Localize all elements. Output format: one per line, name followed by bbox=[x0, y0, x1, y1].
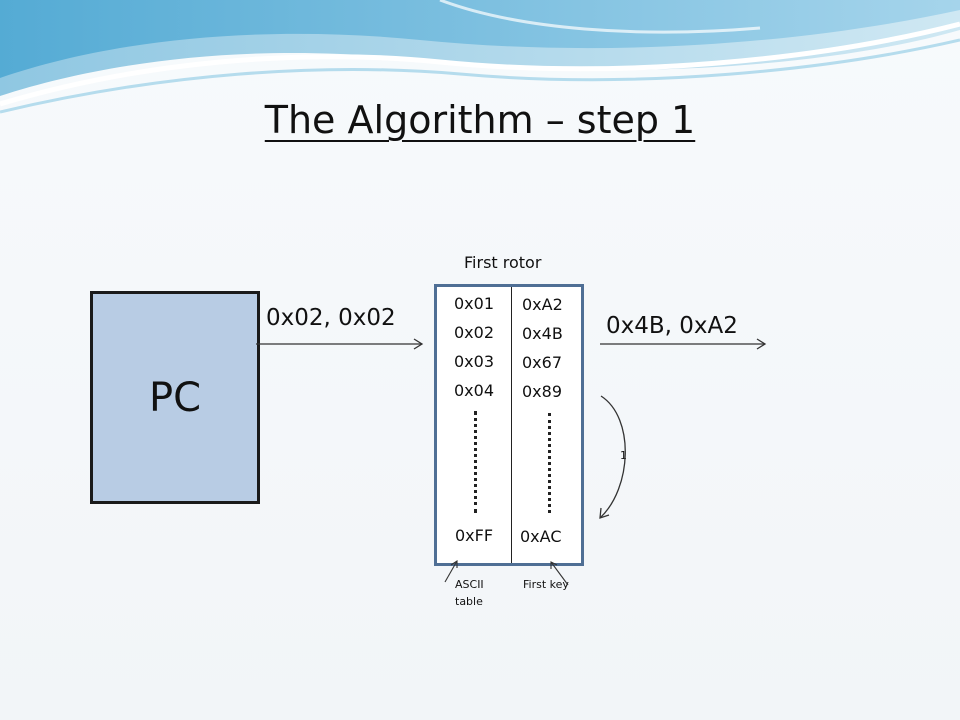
input-values-label: 0x02, 0x02 bbox=[266, 305, 396, 331]
ascii-cell: 0x03 bbox=[454, 352, 495, 371]
rotation-step-label: 1 bbox=[620, 449, 627, 462]
ascii-cell-last: 0xFF bbox=[455, 526, 494, 545]
key-cell: 0xA2 bbox=[522, 295, 563, 314]
output-values-label: 0x4B, 0xA2 bbox=[606, 313, 738, 339]
key-cell: 0x4B bbox=[522, 324, 563, 343]
ascii-ellipsis-dots bbox=[474, 411, 477, 513]
key-cell: 0x89 bbox=[522, 382, 563, 401]
ascii-cell: 0x01 bbox=[454, 294, 495, 313]
pc-box: PC bbox=[90, 291, 260, 504]
ascii-table-label-line2: table bbox=[455, 595, 483, 608]
input-arrow bbox=[256, 338, 424, 350]
key-ellipsis-dots bbox=[548, 413, 551, 513]
slide-title: The Algorithm – step 1 bbox=[264, 98, 696, 142]
first-key-label: First key bbox=[523, 578, 569, 591]
first-rotor: 0x01 0x02 0x03 0x04 0xFF 0xA2 0x4B 0x67 … bbox=[434, 284, 584, 566]
ascii-table-label-line1: ASCII bbox=[455, 578, 484, 591]
key-cell: 0x67 bbox=[522, 353, 563, 372]
rotor-column-divider bbox=[511, 287, 512, 563]
rotor-title: First rotor bbox=[464, 253, 542, 272]
ascii-cell: 0x04 bbox=[454, 381, 495, 400]
pc-label: PC bbox=[148, 374, 202, 421]
wave-header-decoration bbox=[0, 0, 960, 114]
key-cell-last: 0xAC bbox=[520, 527, 562, 546]
ascii-cell: 0x02 bbox=[454, 323, 495, 342]
output-arrow bbox=[600, 338, 767, 350]
